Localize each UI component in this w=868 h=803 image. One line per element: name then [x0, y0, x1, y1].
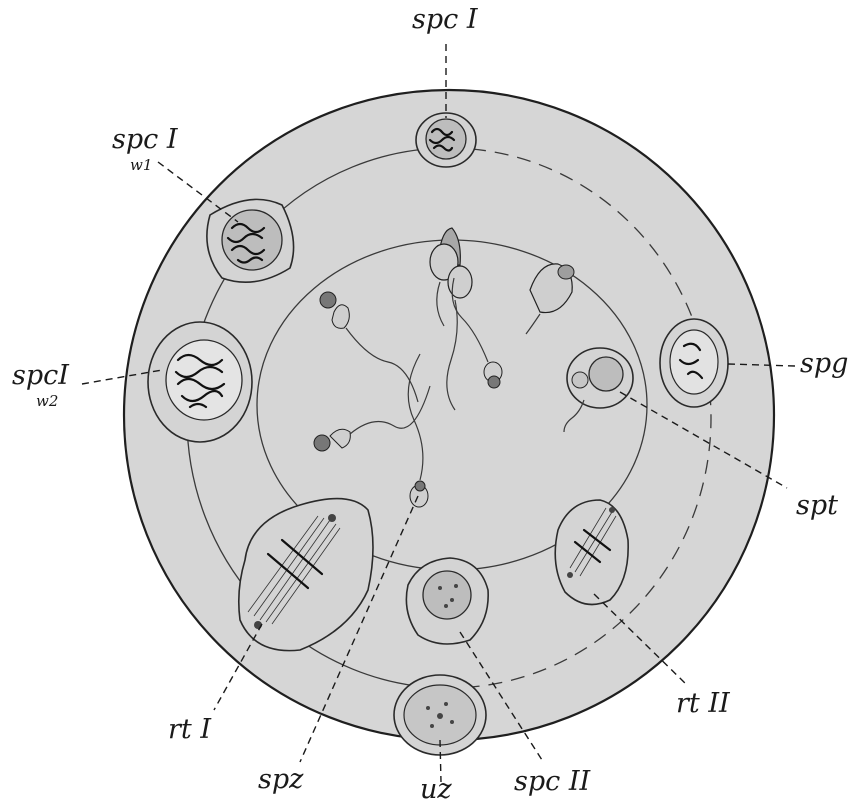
label-rt2: rt II	[676, 688, 731, 719]
label-rt1: rt I	[168, 714, 212, 745]
label-spc1-w1-sub: w1	[130, 156, 152, 174]
leader-spc2	[459, 631, 543, 761]
leader-rt2	[593, 593, 689, 687]
leader-rt1	[213, 623, 263, 711]
label-spc1-w1: spc I	[112, 124, 179, 155]
leader-spt	[619, 391, 788, 489]
middle-ring-dashed	[448, 147, 712, 689]
label-spc2: spc II	[514, 766, 592, 797]
spermatozoa-group	[313, 227, 575, 508]
label-spc1-w2-sub: w2	[36, 392, 58, 410]
cell-spc1-w1	[206, 198, 295, 284]
cell-rt2	[554, 499, 629, 606]
cell-spt	[563, 347, 634, 433]
cell-spc1-w2	[147, 321, 253, 443]
cell-uz	[393, 674, 487, 756]
cell-spg	[659, 318, 729, 408]
cell-rt1	[238, 497, 374, 652]
label-spz: spz	[258, 764, 304, 795]
cell-spc1-top	[415, 112, 477, 168]
label-spg: spg	[800, 348, 848, 379]
leader-spc1-w1	[157, 161, 239, 223]
label-spc1-w2: spcI	[12, 360, 70, 391]
label-spt: spt	[796, 490, 838, 521]
leader-spz	[299, 495, 419, 763]
leader-spc1-w2	[81, 369, 163, 385]
cell-spc2	[405, 557, 489, 645]
label-uz: uz	[420, 774, 452, 803]
label-spc1-top: spc I	[412, 4, 479, 35]
